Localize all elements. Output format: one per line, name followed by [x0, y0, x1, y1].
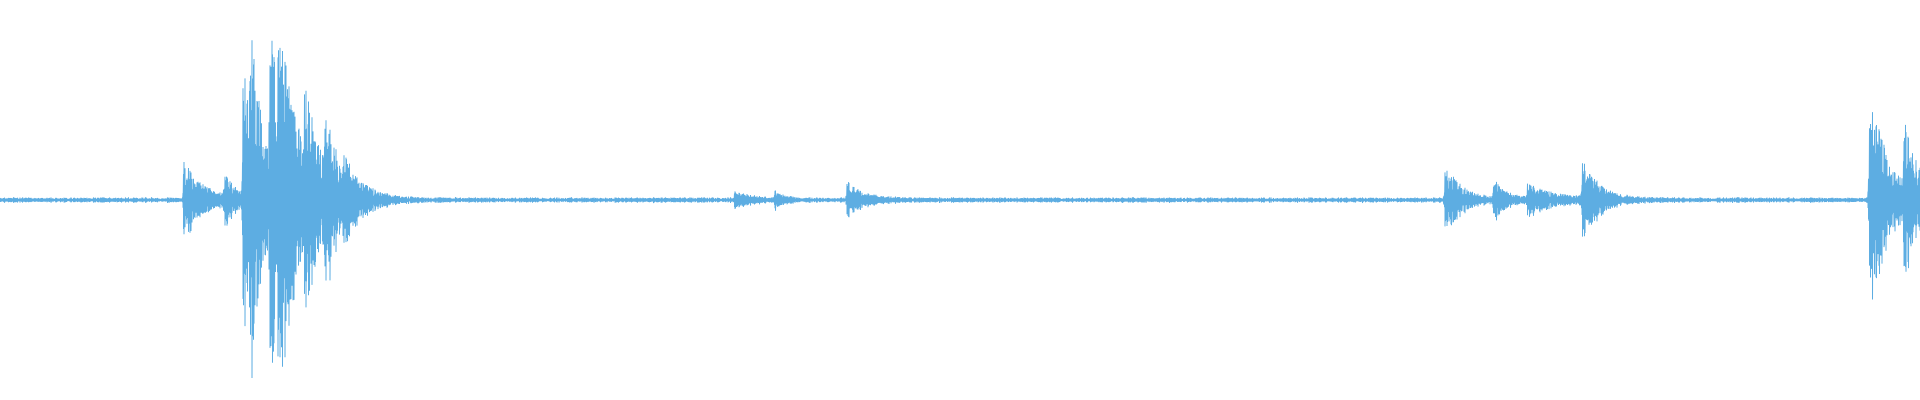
waveform-trace	[0, 40, 1920, 379]
